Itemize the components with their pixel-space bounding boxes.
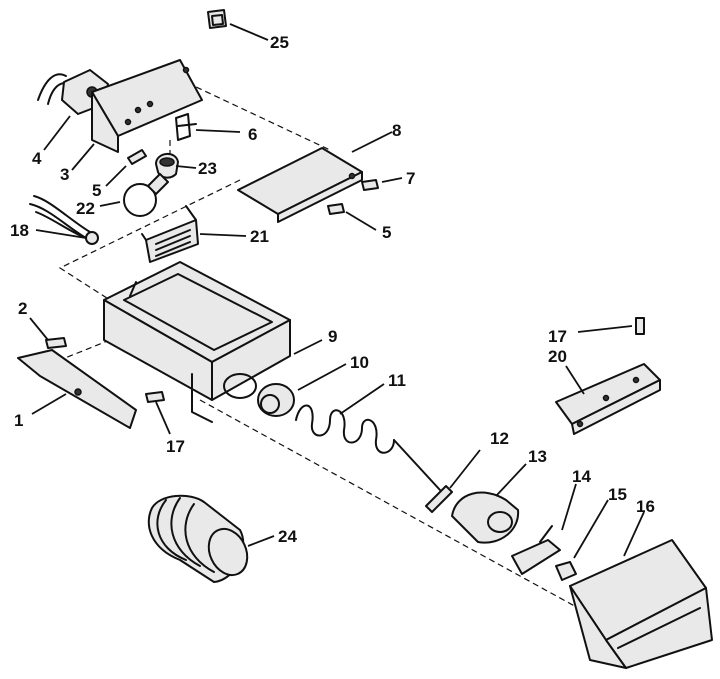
callout-25: 25 (270, 33, 289, 52)
callout-22: 22 (76, 199, 95, 218)
part-5-screw-lower (327, 203, 345, 215)
part-17-screw-upper (635, 317, 645, 335)
callout-10: 10 (350, 353, 369, 372)
part-5-screw-upper (127, 149, 147, 165)
callout-15: 15 (608, 485, 627, 504)
part-25-clip (207, 9, 227, 29)
callout-6: 6 (248, 125, 257, 144)
part-2-screw (45, 337, 67, 349)
callout-labels: 25 4 3 6 5 23 8 7 22 5 18 21 2 9 17 20 1… (10, 33, 655, 546)
part-14-bracket (511, 525, 561, 575)
callout-24: 24 (278, 527, 297, 546)
callout-1: 1 (14, 411, 23, 430)
part-6-clip (175, 113, 197, 141)
part-11-spring (295, 404, 441, 491)
callout-21: 21 (250, 227, 269, 246)
part-12-plate (425, 485, 453, 513)
part-1-lever-arm (17, 349, 137, 429)
part-7-screw (361, 179, 379, 191)
callout-9: 9 (328, 327, 337, 346)
part-20-bracket-strip (555, 363, 661, 435)
callout-2: 2 (18, 299, 27, 318)
part-21-grille (141, 205, 199, 263)
callout-4: 4 (32, 149, 42, 168)
callout-8: 8 (392, 121, 401, 140)
part-10-cap (257, 383, 295, 417)
part-9-housing (103, 261, 291, 423)
callout-13: 13 (528, 447, 547, 466)
callout-11: 11 (388, 371, 406, 390)
callout-14: 14 (572, 467, 591, 486)
callout-16: 16 (636, 497, 655, 516)
leader-lines (29, 23, 645, 559)
callout-5-lower: 5 (382, 223, 391, 242)
callout-3: 3 (60, 165, 69, 184)
part-22-light-bulb (123, 173, 169, 217)
callout-18: 18 (10, 221, 29, 240)
part-24-drum (147, 494, 249, 583)
callout-23: 23 (198, 159, 217, 178)
part-16-chute (569, 539, 713, 669)
callout-5-upper: 5 (92, 181, 101, 200)
callout-17-lower: 17 (166, 437, 185, 456)
part-8-cover-panel (237, 147, 363, 223)
part-13-rotor (451, 491, 520, 544)
callout-17-upper: 17 (548, 327, 567, 346)
part-15-nut (555, 561, 577, 581)
callout-7: 7 (406, 169, 415, 188)
part-17-pin-lower (145, 391, 165, 403)
part-3-bracket-plate (91, 59, 203, 153)
callout-12: 12 (490, 429, 509, 448)
callout-20: 20 (548, 347, 567, 366)
